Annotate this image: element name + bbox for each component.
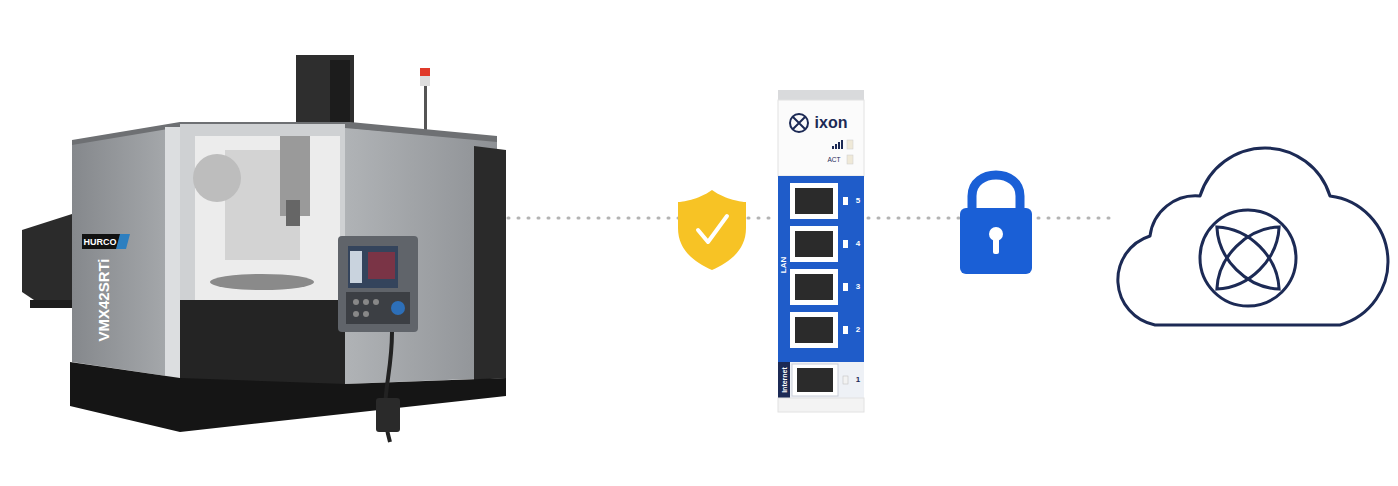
port-number: 5 bbox=[856, 197, 860, 205]
brand-badge: HURCO bbox=[84, 237, 117, 246]
lock-icon bbox=[960, 175, 1032, 274]
router-node: ixonACT LAN 5 4 3 2Internet 1 bbox=[778, 90, 864, 412]
brand-logo-text: ixon bbox=[815, 115, 848, 131]
port-number: 3 bbox=[856, 283, 860, 291]
port-number: 4 bbox=[856, 240, 860, 248]
port-number: 2 bbox=[856, 326, 860, 334]
led-label: ACT bbox=[828, 157, 841, 164]
port-group-label: Internet bbox=[781, 367, 788, 393]
ixon-router bbox=[778, 90, 864, 412]
shield-icon bbox=[678, 190, 746, 270]
port-group-label: LAN bbox=[780, 257, 788, 273]
model-name: VMX42SRTi bbox=[96, 258, 111, 341]
cnc-machine-node: HURCO VMX42SRTi bbox=[20, 50, 508, 450]
cnc-machine bbox=[22, 55, 506, 442]
port-number: 1 bbox=[856, 376, 860, 384]
cloud-icon bbox=[1118, 148, 1388, 325]
